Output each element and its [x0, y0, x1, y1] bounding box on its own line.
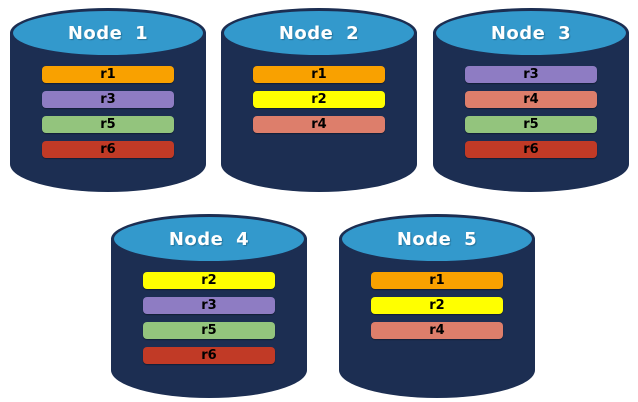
database-node-3: Node 3 r3 r4 r5 r6 — [433, 8, 629, 192]
cylinder-top: Node 2 — [221, 8, 417, 58]
cylinder-top: Node 4 — [111, 214, 307, 264]
replica-label: r3 — [100, 92, 116, 107]
replica-label: r2 — [429, 298, 445, 313]
replica-bar-r5: r5 — [143, 322, 275, 339]
replica-label: r6 — [201, 348, 217, 363]
replica-bar-r3: r3 — [465, 66, 597, 83]
replica-bar-r6: r6 — [465, 141, 597, 158]
replica-label: r6 — [100, 142, 116, 157]
replica-label: r4 — [311, 117, 327, 132]
replica-bar-r4: r4 — [253, 116, 385, 133]
replica-label: r5 — [201, 323, 217, 338]
database-node-2: Node 2 r1 r2 r4 — [221, 8, 417, 192]
cylinder-top: Node 1 — [10, 8, 206, 58]
database-node-4: Node 4 r2 r3 r5 r6 — [111, 214, 307, 398]
database-node-1: Node 1 r1 r3 r5 r6 — [10, 8, 206, 192]
replica-bar-r4: r4 — [465, 91, 597, 108]
node-label: Node 3 — [490, 22, 572, 44]
replica-label: r1 — [100, 67, 116, 82]
cylinder-body — [433, 33, 629, 192]
replica-label: r4 — [429, 323, 445, 338]
replica-bar-r5: r5 — [42, 116, 174, 133]
replica-label: r3 — [523, 67, 539, 82]
replica-label: r4 — [523, 92, 539, 107]
node-label: Node 2 — [278, 22, 360, 44]
replica-label: r1 — [311, 67, 327, 82]
cylinder-body — [339, 239, 535, 398]
database-node-5: Node 5 r1 r2 r4 — [339, 214, 535, 398]
replica-label: r5 — [523, 117, 539, 132]
cylinder-body — [10, 33, 206, 192]
replica-label: r2 — [311, 92, 327, 107]
replica-label: r2 — [201, 273, 217, 288]
replica-bar-r2: r2 — [143, 272, 275, 289]
node-label: Node 5 — [396, 228, 478, 250]
replica-bar-r1: r1 — [42, 66, 174, 83]
replica-bar-r1: r1 — [371, 272, 503, 289]
replica-bar-r3: r3 — [42, 91, 174, 108]
replica-list: r1 r3 r5 r6 — [10, 66, 206, 158]
replica-bar-r4: r4 — [371, 322, 503, 339]
replica-label: r6 — [523, 142, 539, 157]
cylinder-body — [111, 239, 307, 398]
replica-bar-r1: r1 — [253, 66, 385, 83]
replica-list: r2 r3 r5 r6 — [111, 272, 307, 364]
replica-bar-r2: r2 — [253, 91, 385, 108]
replica-label: r1 — [429, 273, 445, 288]
cylinder-top: Node 5 — [339, 214, 535, 264]
replica-bar-r3: r3 — [143, 297, 275, 314]
node-label: Node 4 — [168, 228, 250, 250]
replica-bar-r2: r2 — [371, 297, 503, 314]
node-label: Node 1 — [67, 22, 149, 44]
cylinder-top: Node 3 — [433, 8, 629, 58]
replica-bar-r6: r6 — [42, 141, 174, 158]
replica-label: r3 — [201, 298, 217, 313]
replica-list: r3 r4 r5 r6 — [433, 66, 629, 158]
cylinder-body — [221, 33, 417, 192]
replica-list: r1 r2 r4 — [339, 272, 535, 339]
replica-bar-r6: r6 — [143, 347, 275, 364]
replica-list: r1 r2 r4 — [221, 66, 417, 133]
replica-label: r5 — [100, 117, 116, 132]
replica-bar-r5: r5 — [465, 116, 597, 133]
